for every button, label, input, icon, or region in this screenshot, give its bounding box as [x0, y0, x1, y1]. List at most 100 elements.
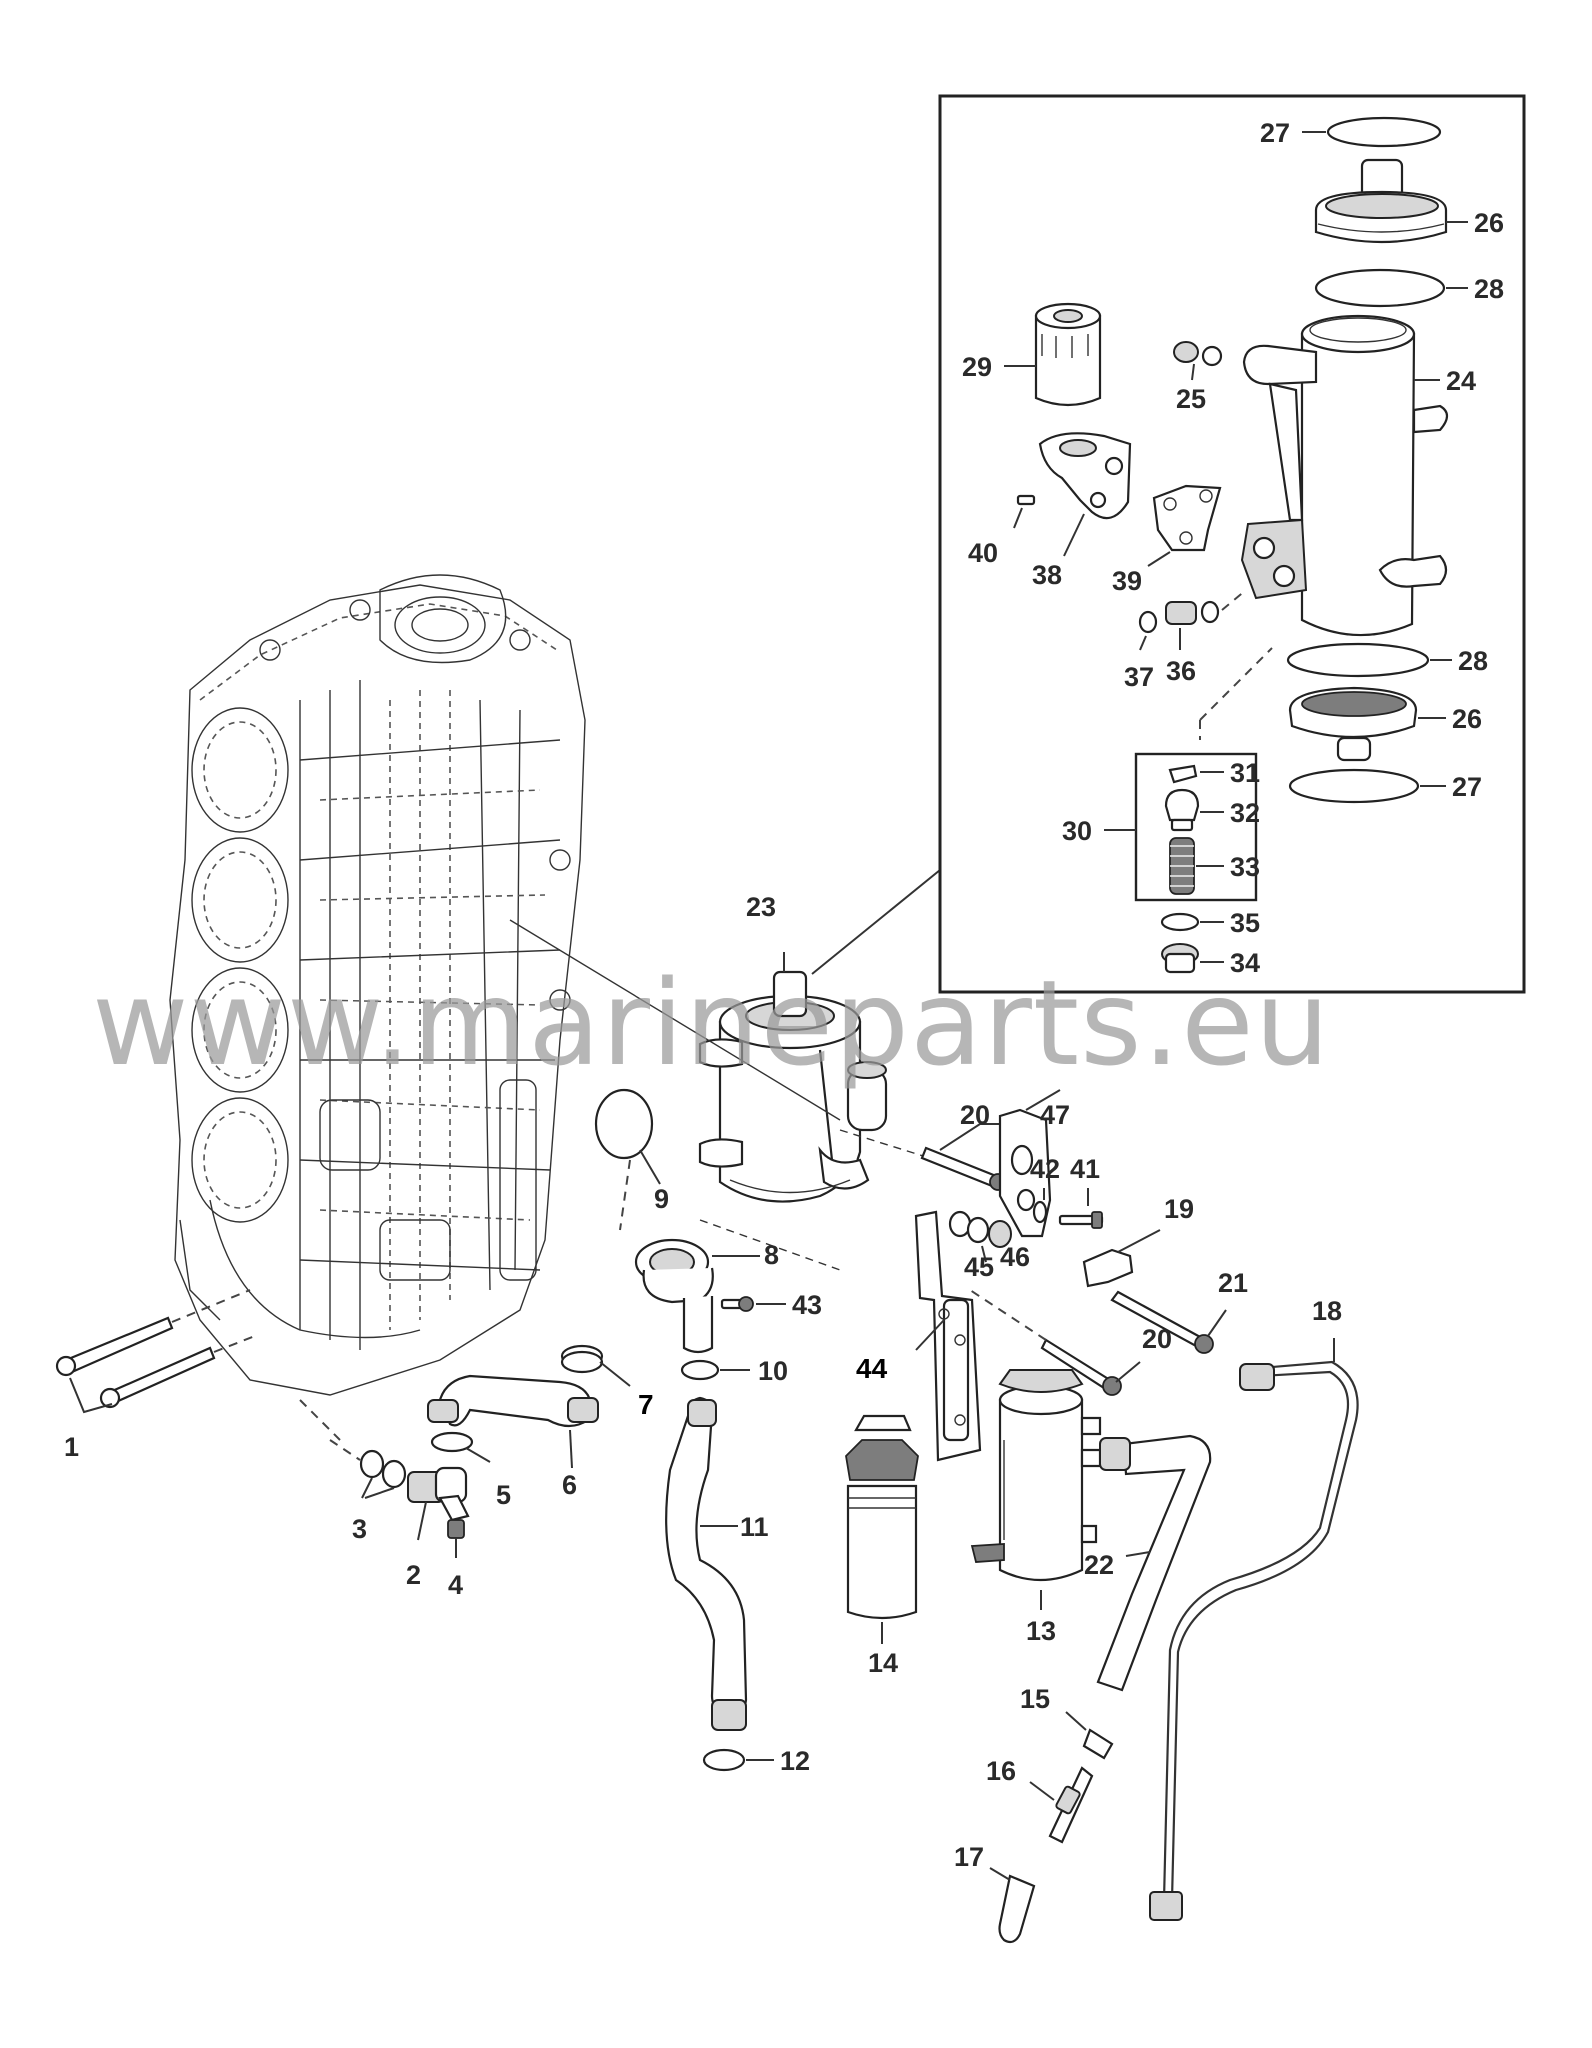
label-part-12: 12	[780, 1746, 810, 1776]
valve-part-32	[1164, 788, 1224, 832]
label-part-3: 3	[352, 1514, 367, 1544]
washers-part-45-46	[948, 1210, 1012, 1263]
part-number-labels: 1 2 3 4 5 6 7 8 9 10 11 12 13 14 15 16 1…	[64, 118, 1504, 1872]
gasket-part-9	[594, 1088, 661, 1231]
bracket-part-44	[914, 1210, 982, 1462]
label-part-46: 46	[1000, 1242, 1030, 1272]
label-part-1: 1	[64, 1432, 79, 1462]
plug-part-34	[1161, 943, 1224, 974]
cylinder-bores	[191, 707, 289, 1223]
label-part-41: 41	[1070, 1154, 1100, 1184]
label-part-19: 19	[1164, 1194, 1194, 1224]
label-part-40: 40	[968, 538, 998, 568]
label-part-23: 23	[746, 892, 776, 922]
label-part-35: 35	[1230, 908, 1260, 938]
snap-ring-part-27-bottom	[1288, 768, 1446, 804]
label-part-32: 32	[1230, 798, 1260, 828]
label-part-31: 31	[1230, 758, 1260, 788]
cartridge-part-14	[845, 1414, 919, 1644]
filter-part-29	[1004, 302, 1102, 407]
body-part-24	[1240, 314, 1449, 637]
hose-part-18	[1149, 1338, 1359, 1921]
cap-part-26-top	[1314, 158, 1468, 244]
clip-part-31	[1168, 764, 1224, 784]
label-part-20-upper: 20	[960, 1100, 990, 1130]
o-ring-part-28-bottom	[1286, 642, 1452, 678]
fitting-part-16	[1029, 1766, 1094, 1844]
label-part-14: 14	[868, 1648, 898, 1678]
filter-head-part-38	[1038, 432, 1132, 557]
clamp-part-10	[680, 1359, 750, 1381]
housing-part-8	[634, 1238, 760, 1354]
hose-part-22	[1096, 1434, 1212, 1692]
fitting-part-25	[1173, 341, 1223, 381]
label-part-13: 13	[1026, 1616, 1056, 1646]
label-part-17: 17	[954, 1842, 984, 1872]
label-part-45: 45	[964, 1252, 994, 1282]
fitting-parts-2-5	[299, 1399, 491, 1558]
inset-alignment-dash-1	[1221, 589, 1247, 611]
bolt-part-1	[55, 1289, 256, 1414]
label-part-18: 18	[1312, 1296, 1342, 1326]
bolt-part-21	[1110, 1290, 1227, 1354]
inset-alignment-dash-2	[1199, 647, 1273, 740]
screw-part-40	[1013, 494, 1036, 529]
snap-ring-part-27-top	[1302, 116, 1442, 148]
label-part-10: 10	[758, 1356, 788, 1386]
label-part-27-bottom: 27	[1452, 772, 1482, 802]
label-part-26-bottom: 26	[1452, 704, 1482, 734]
cap-part-26-bottom	[1288, 686, 1446, 762]
screw-part-41	[1058, 1188, 1104, 1229]
o-ring-part-28-top	[1314, 268, 1468, 308]
label-part-29: 29	[962, 352, 992, 382]
o-ring-part-35	[1160, 912, 1224, 932]
gasket-part-39	[1147, 484, 1222, 567]
label-part-34: 34	[1230, 948, 1260, 978]
label-part-11: 11	[740, 1512, 769, 1542]
label-part-4: 4	[448, 1570, 463, 1600]
label-part-37: 37	[1124, 662, 1154, 692]
label-part-30: 30	[1062, 816, 1092, 846]
engine-block-drawing	[169, 574, 586, 1396]
clamp-part-12	[702, 1748, 774, 1772]
label-part-5: 5	[496, 1480, 511, 1510]
o-ring-part-37	[1138, 610, 1158, 651]
nut-part-42	[1032, 1188, 1048, 1224]
alignment-line-engine	[509, 919, 841, 1121]
label-part-21: 21	[1218, 1268, 1248, 1298]
label-part-25: 25	[1176, 384, 1206, 414]
clip-part-15	[1065, 1711, 1114, 1760]
label-part-16: 16	[986, 1756, 1016, 1786]
label-part-22: 22	[1084, 1550, 1114, 1580]
label-part-43: 43	[792, 1290, 822, 1320]
separator-assembly-part-23	[698, 952, 888, 1203]
bracket-part-19	[1082, 1229, 1161, 1288]
bolt-part-20-lower	[969, 1289, 1141, 1396]
label-part-33: 33	[1230, 852, 1260, 882]
label-part-28-bottom: 28	[1458, 646, 1488, 676]
label-part-24: 24	[1446, 366, 1476, 396]
kit-box-part-30	[1104, 752, 1258, 902]
label-part-27-top: 27	[1260, 118, 1290, 148]
label-part-28-top: 28	[1474, 274, 1504, 304]
label-part-38: 38	[1032, 560, 1062, 590]
label-part-47: 47	[1040, 1100, 1070, 1130]
bolt-part-20-upper	[920, 1123, 1010, 1191]
screw-part-43	[720, 1296, 786, 1312]
label-part-9: 9	[654, 1184, 669, 1214]
hose-part-11	[665, 1396, 748, 1731]
fitting-part-17	[989, 1867, 1036, 1944]
fitting-part-36	[1165, 600, 1220, 650]
label-part-20-lower: 20	[1142, 1324, 1172, 1354]
label-part-44: 44	[856, 1353, 888, 1384]
label-part-26-top: 26	[1474, 208, 1504, 238]
filter-housing-part-13	[970, 1369, 1102, 1610]
hose-part-6	[427, 1374, 599, 1469]
label-part-7: 7	[638, 1389, 654, 1420]
assembly-alignment-lines	[699, 1129, 1001, 1271]
label-part-2: 2	[406, 1560, 421, 1590]
label-part-15: 15	[1020, 1684, 1050, 1714]
clamp-part-7	[560, 1344, 631, 1387]
